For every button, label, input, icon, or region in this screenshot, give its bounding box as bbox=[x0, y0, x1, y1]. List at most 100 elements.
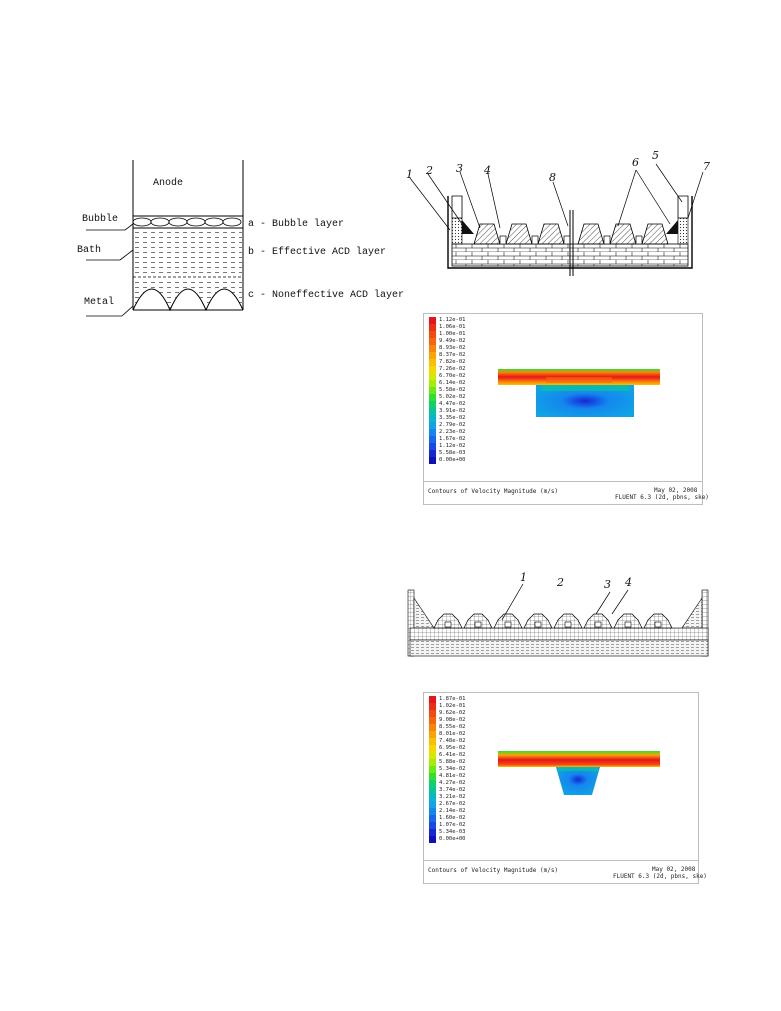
colorbar-cell bbox=[429, 345, 436, 352]
legend-value: 1.87e-01 bbox=[439, 696, 466, 702]
legend-value: 0.00e+00 bbox=[439, 836, 466, 842]
colorbar-bottom: 1.87e-01 1.02e-01 9.62e-02 9.08e-02 8.55… bbox=[424, 696, 504, 846]
colorbar-cell bbox=[429, 836, 436, 843]
colorbar-cell bbox=[429, 338, 436, 345]
legend-value: 8.93e-02 bbox=[439, 345, 466, 351]
legend-value: 5.02e-02 bbox=[439, 394, 466, 400]
solver-info-bottom: FLUENT 6.3 (2d, pbns, ske) bbox=[613, 873, 707, 880]
contour-date-top: May 02, 2008 bbox=[654, 487, 698, 494]
colorbar-cell bbox=[429, 415, 436, 422]
colorbar-cell bbox=[429, 401, 436, 408]
callout-6: 6 bbox=[632, 156, 639, 169]
colorbar-cell bbox=[429, 450, 436, 457]
colorbar-cell bbox=[429, 794, 436, 801]
cell-section-top-drawing bbox=[409, 163, 704, 276]
colorbar-cell bbox=[429, 773, 436, 780]
colorbar-cell bbox=[429, 731, 436, 738]
colorbar-cell bbox=[429, 359, 436, 366]
legend-value: 1.12e-01 bbox=[439, 317, 466, 323]
legend-value: 9.62e-02 bbox=[439, 710, 466, 716]
legend-value: 4.81e-02 bbox=[439, 773, 466, 779]
callout-8: 8 bbox=[549, 171, 556, 184]
colorbar-cell bbox=[429, 352, 436, 359]
colorbar-cell bbox=[429, 387, 436, 394]
colorbar-cell bbox=[429, 324, 436, 331]
legend-value: 2.23e-02 bbox=[439, 429, 466, 435]
callout-2: 2 bbox=[426, 164, 433, 177]
legend-value: 0.00e+00 bbox=[439, 457, 466, 463]
colorbar-cell bbox=[429, 801, 436, 808]
bath-label: Bath bbox=[77, 245, 102, 256]
colorbar-cell bbox=[429, 787, 436, 794]
contour-date-bottom: May 02, 2008 bbox=[652, 866, 696, 873]
colorbar-cell bbox=[429, 366, 436, 373]
legend-value: 8.01e-02 bbox=[439, 731, 466, 737]
colorbar-cell bbox=[429, 317, 436, 324]
callout-7: 7 bbox=[703, 160, 710, 173]
bubble-layer-label: a - Bubble layer bbox=[248, 219, 345, 230]
legend-value: 3.21e-02 bbox=[439, 794, 466, 800]
colorbar-cell bbox=[429, 815, 436, 822]
legend-value: 3.74e-02 bbox=[439, 787, 466, 793]
legend-value: 8.55e-02 bbox=[439, 724, 466, 730]
colorbar-cell bbox=[429, 443, 436, 450]
legend-value: 6.70e-02 bbox=[439, 373, 466, 379]
legend-value: 7.82e-02 bbox=[439, 359, 466, 365]
contour-title-bottom: Contours of Velocity Magnitude (m/s) bbox=[428, 867, 559, 874]
legend-value: 6.41e-02 bbox=[439, 752, 466, 758]
legend-value: 1.60e-02 bbox=[439, 815, 466, 821]
anode-label: Anode bbox=[153, 178, 184, 189]
callout-3: 3 bbox=[456, 162, 463, 175]
legend-value: 2.14e-02 bbox=[439, 808, 466, 814]
legend-value: 1.02e-01 bbox=[439, 703, 466, 709]
legend-value: 7.48e-02 bbox=[439, 738, 466, 744]
legend-value: 9.49e-02 bbox=[439, 338, 466, 344]
solver-info-top: FLUENT 6.3 (2d, pbns, ske) bbox=[615, 494, 709, 501]
colorbar-cell bbox=[429, 759, 436, 766]
colorbar-cell bbox=[429, 717, 436, 724]
callout-3b: 3 bbox=[604, 578, 611, 591]
acd-diagram-drawing bbox=[86, 160, 244, 317]
legend-value: 5.34e-02 bbox=[439, 766, 466, 772]
colorbar-cell bbox=[429, 822, 436, 829]
colorbar-cell bbox=[429, 331, 436, 338]
colorbar-cell bbox=[429, 373, 436, 380]
colorbar-cell bbox=[429, 710, 436, 717]
colorbar-cell bbox=[429, 394, 436, 401]
effective-acd-label: b - Effective ACD layer bbox=[248, 247, 387, 258]
colorbar-cell bbox=[429, 738, 436, 745]
colorbar-cell bbox=[429, 752, 436, 759]
callout-4b: 4 bbox=[625, 576, 632, 589]
legend-value: 5.34e-03 bbox=[439, 829, 466, 835]
velocity-field-bottom bbox=[498, 751, 660, 795]
colorbar-cell bbox=[429, 422, 436, 429]
legend-value: 1.00e-01 bbox=[439, 331, 466, 337]
contour-title-top: Contours of Velocity Magnitude (m/s) bbox=[428, 488, 559, 495]
legend-value: 4.47e-02 bbox=[439, 401, 466, 407]
noneffective-acd-label: c - Noneffective ACD layer bbox=[248, 290, 405, 301]
callout-1b: 1 bbox=[520, 571, 527, 584]
legend-value: 7.26e-02 bbox=[439, 366, 466, 372]
contour-panel-bottom: 1.87e-01 1.02e-01 9.62e-02 9.08e-02 8.55… bbox=[423, 692, 707, 884]
legend-value: 5.58e-02 bbox=[439, 387, 466, 393]
colorbar-cell bbox=[429, 766, 436, 773]
legend-value: 9.08e-02 bbox=[439, 717, 466, 723]
colorbar-top: 1.12e-01 1.06e-01 1.00e-01 9.49e-02 8.93… bbox=[424, 317, 504, 467]
colorbar-cell bbox=[429, 436, 436, 443]
legend-value: 2.67e-02 bbox=[439, 801, 466, 807]
colorbar-cell bbox=[429, 724, 436, 731]
legend-value: 8.37e-02 bbox=[439, 352, 466, 358]
legend-value: 1.06e-01 bbox=[439, 324, 466, 330]
callout-5: 5 bbox=[652, 149, 659, 162]
cell-section-bottom-drawing bbox=[407, 583, 709, 657]
colorbar-cell bbox=[429, 808, 436, 815]
velocity-field-top bbox=[498, 369, 660, 417]
legend-value: 3.91e-02 bbox=[439, 408, 466, 414]
metal-label: Metal bbox=[84, 297, 115, 308]
legend-value: 2.79e-02 bbox=[439, 422, 466, 428]
legend-value: 5.88e-02 bbox=[439, 759, 466, 765]
legend-value: 6.95e-02 bbox=[439, 745, 466, 751]
legend-value: 3.35e-02 bbox=[439, 415, 466, 421]
callout-2b: 2 bbox=[557, 576, 564, 589]
colorbar-cell bbox=[429, 780, 436, 787]
